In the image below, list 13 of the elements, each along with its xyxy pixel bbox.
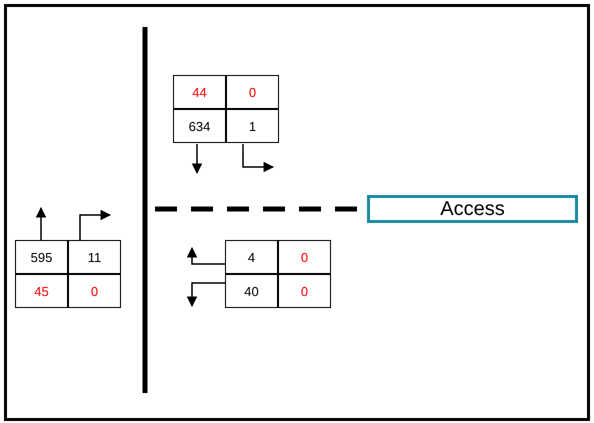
traffic-count: 0 xyxy=(278,240,331,274)
traffic-count: 11 xyxy=(68,240,121,274)
traffic-count: 45 xyxy=(15,274,68,308)
road-name-label: Access xyxy=(367,195,578,223)
traffic-count: 1 xyxy=(226,109,279,143)
traffic-count: 595 xyxy=(15,240,68,274)
traffic-count: 40 xyxy=(225,274,278,308)
traffic-count: 44 xyxy=(173,75,226,109)
traffic-count: 0 xyxy=(278,274,331,308)
traffic-count: 634 xyxy=(173,109,226,143)
traffic-count: 4 xyxy=(225,240,278,274)
traffic-count: 0 xyxy=(68,274,121,308)
traffic-count: 0 xyxy=(226,75,279,109)
